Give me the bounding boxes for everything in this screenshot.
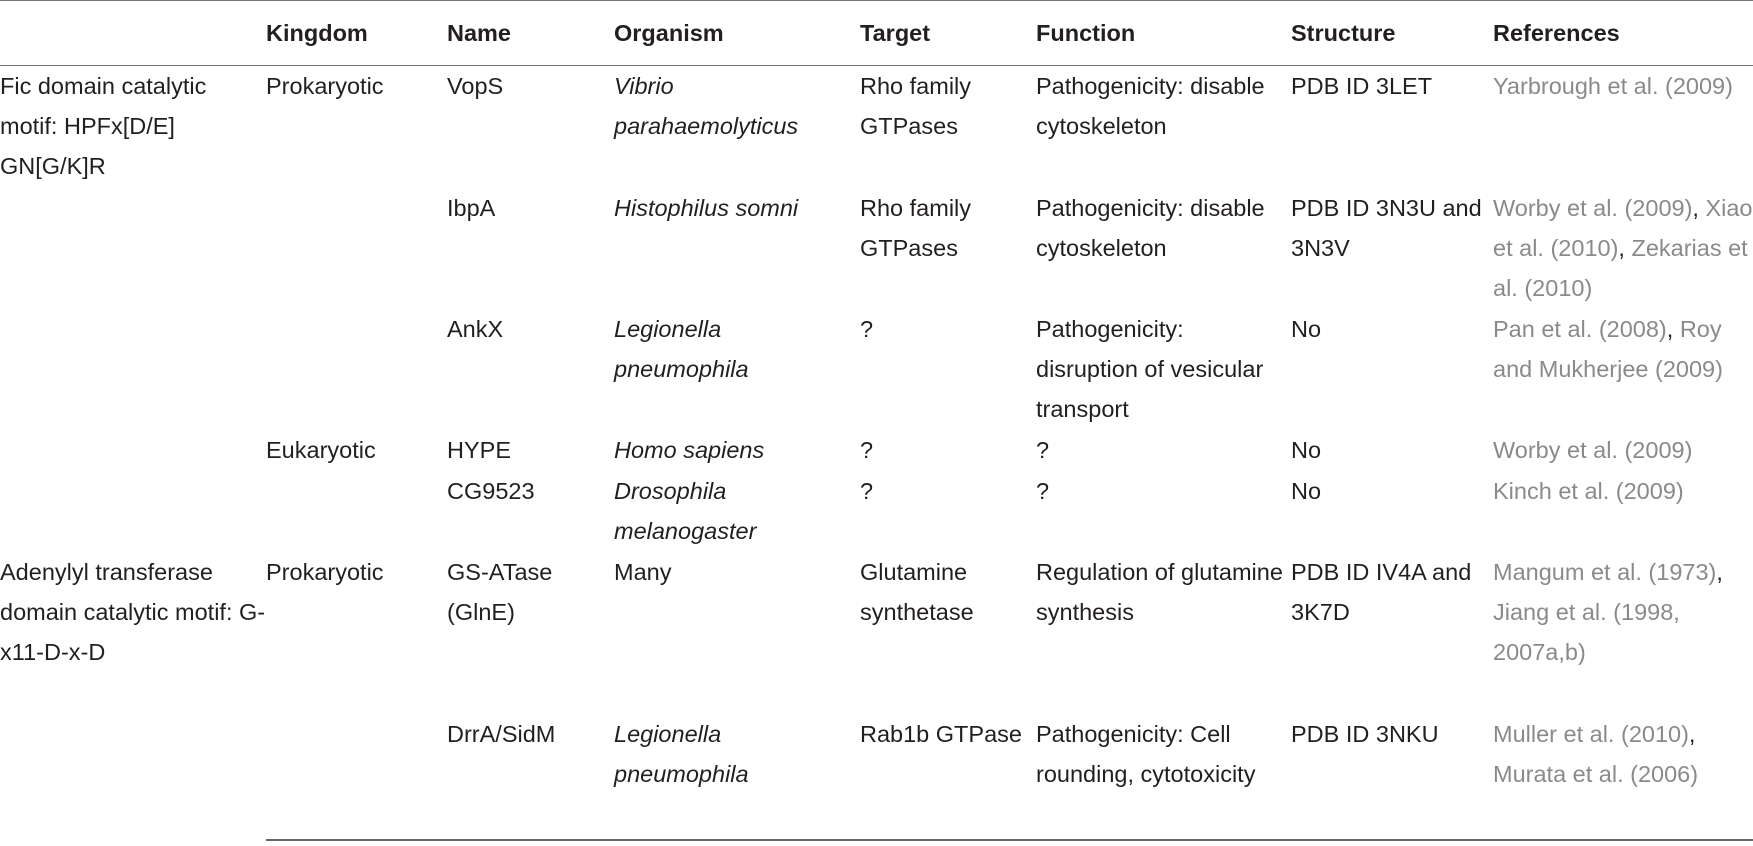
cell-name: CG9523 [447, 477, 535, 504]
cell-function: ? [1036, 477, 1050, 504]
cell-organism: Many [614, 558, 672, 585]
cell-target: Rab1b GTPase [860, 713, 1036, 841]
cell-references: Muller et al. (2010), Murata et al. (200… [1493, 713, 1753, 841]
cell-references: Mangum et al. (1973), Jiang et al. (1998… [1493, 552, 1753, 714]
cell-kingdom: Eukaryotic [266, 436, 376, 463]
cell-kingdom [266, 188, 447, 309]
cell-target: Rho family GTPases [860, 194, 972, 261]
reference-link[interactable]: Yarbrough et al. (2009) [1493, 73, 1733, 99]
cell-kingdom [266, 713, 447, 841]
table-row: Eukaryotic HYPE Homo sapiens ? ? No Worb… [0, 430, 1753, 471]
cell-organism: Legionella pneumophila [614, 315, 749, 382]
reference-link[interactable]: Roy and Mukherjee (2009) [1493, 315, 1723, 382]
reference-link[interactable]: Zekarias et al. (2010) [1493, 234, 1748, 301]
cell-target: ? [860, 477, 874, 504]
header-references: References [1493, 0, 1753, 66]
reference-link[interactable]: Xiao et al. (2010) [1493, 194, 1753, 261]
cell-target: ? [860, 436, 874, 463]
table-row: AnkX Legionella pneumophila ? Pathogenic… [0, 309, 1753, 430]
reference-link[interactable]: Mangum et al. (1973) [1493, 558, 1717, 585]
header-name: Name [447, 0, 614, 66]
header-structure: Structure [1291, 0, 1493, 66]
cell-function: Regulation of glutamine synthesis [1036, 558, 1283, 625]
table-row: CG9523 Drosophila melanogaster ? ? No Ki… [0, 471, 1753, 552]
cell-structure: PDB ID 3N3U and 3N3V [1291, 194, 1482, 261]
cell-structure: No [1291, 477, 1322, 504]
cell-references: Pan et al. (2008), Roy and Mukherjee (20… [1493, 309, 1753, 430]
header-target: Target [860, 0, 1036, 66]
reference-link[interactable]: Kinch et al. (2009) [1493, 477, 1684, 504]
cell-references: Kinch et al. (2009) [1493, 471, 1753, 552]
cell-structure: PDB ID IV4A and 3K7D [1291, 558, 1472, 625]
header-kingdom: Kingdom [266, 0, 447, 66]
table-row: IbpA Histophilus somni Rho family GTPase… [0, 188, 1753, 309]
cell-target: Rho family GTPases [860, 73, 972, 139]
cell-function: Pathogenicity: disable cytoskeleton [1036, 194, 1265, 261]
reference-link[interactable]: Murata et al. (2006) [1493, 760, 1699, 787]
cell-kingdom: Prokaryotic [266, 73, 384, 99]
header-organism: Organism [614, 0, 860, 66]
cell-kingdom: Prokaryotic [266, 558, 384, 585]
table-row: DrrA/SidM Legionella pneumophila Rab1b G… [0, 713, 1753, 841]
cell-function: Pathogenicity: Cell rounding, cytotoxici… [1036, 713, 1291, 841]
cell-name: HYPE [447, 436, 511, 463]
reference-link[interactable]: Worby et al. (2009) [1493, 436, 1693, 463]
cell-name: VopS [447, 73, 504, 99]
header-row: Kingdom Name Organism Target Function St… [0, 0, 1753, 66]
cell-function: Pathogenicity: disruption of vesicular t… [1036, 315, 1264, 422]
reference-separator: , [1618, 234, 1625, 261]
cell-target: Glutamine synthetase [860, 558, 974, 625]
cell-references: Yarbrough et al. (2009) [1493, 66, 1753, 188]
cell-structure: PDB ID 3NKU [1291, 713, 1493, 841]
cell-kingdom [266, 471, 447, 552]
cell-organism: Homo sapiens [614, 436, 765, 463]
reference-link[interactable]: Muller et al. (2010) [1493, 720, 1689, 747]
reference-link[interactable]: Pan et al. (2008) [1493, 315, 1667, 342]
cell-name: IbpA [447, 194, 496, 221]
group-label-fic: Fic domain catalytic motif: HPFx[D/E] GN… [0, 73, 207, 179]
header-group [0, 0, 266, 66]
cell-function: Pathogenicity: disable cytoskeleton [1036, 73, 1265, 139]
reference-link[interactable]: Worby et al. (2009) [1493, 194, 1693, 221]
header-function: Function [1036, 0, 1291, 66]
cell-name: DrrA/SidM [447, 713, 614, 841]
cell-function: ? [1036, 436, 1050, 463]
table-row: Fic domain catalytic motif: HPFx[D/E] GN… [0, 66, 1753, 188]
group-label-adenylyl: Adenylyl transferase domain catalytic mo… [0, 558, 266, 665]
cell-name: GS-ATase (GlnE) [447, 558, 553, 625]
cell-name: AnkX [447, 315, 504, 342]
cell-organism: Histophilus somni [614, 194, 799, 221]
cell-kingdom [266, 309, 447, 430]
cell-structure: No [1291, 315, 1322, 342]
reference-separator: , [1692, 194, 1699, 221]
cell-organism: Drosophila melanogaster [614, 477, 757, 544]
table-row: Adenylyl transferase domain catalytic mo… [0, 552, 1753, 714]
cell-organism: Legionella pneumophila [614, 713, 860, 841]
cell-structure: PDB ID 3LET [1291, 73, 1433, 99]
cell-organism: Vibrio parahaemolyticus [614, 73, 799, 139]
reference-separator: , [1716, 558, 1723, 585]
cell-target: ? [860, 315, 874, 342]
reference-separator: , [1688, 720, 1696, 747]
reference-separator: , [1666, 315, 1674, 342]
cell-references: Worby et al. (2009), Xiao et al. (2010),… [1493, 188, 1753, 309]
cell-structure: No [1291, 436, 1322, 463]
cell-references: Worby et al. (2009) [1493, 430, 1753, 471]
reference-link[interactable]: Jiang et al. (1998, 2007a,b) [1493, 598, 1680, 665]
